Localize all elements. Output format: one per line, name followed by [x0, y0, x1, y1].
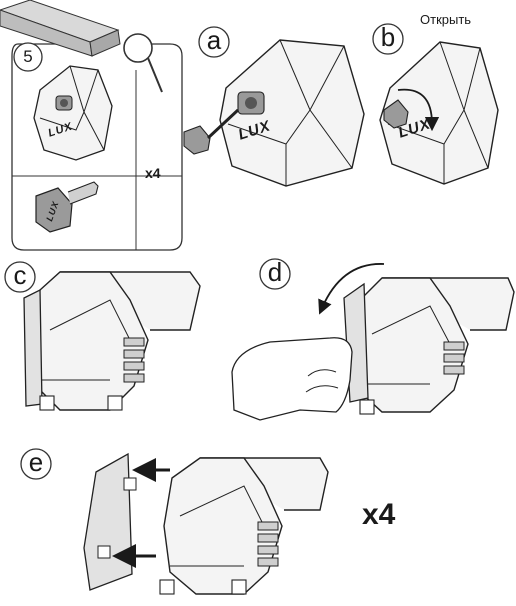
- hand-illustration: [231, 337, 353, 421]
- rotation-arrow-icon: [397, 88, 440, 132]
- rotation-arrow-icon: [318, 263, 385, 315]
- package-box: [0, 0, 121, 57]
- magnifier-icon: [123, 33, 163, 93]
- step-b-badge: [372, 23, 404, 55]
- step-a-badge: [198, 26, 230, 58]
- step-e-label: e: [28, 447, 44, 477]
- step-c-illustration: [4, 261, 201, 411]
- open-label: Открыть: [420, 12, 472, 27]
- step-5-badge: [13, 42, 43, 72]
- step-b-label: b: [380, 22, 396, 52]
- step-c-label: c: [13, 260, 27, 290]
- foot-cover-small: [33, 65, 113, 161]
- step-a-illustration: [183, 26, 365, 187]
- step-e-badge: [20, 448, 52, 480]
- key-icon: [35, 181, 99, 233]
- multiplier-label: x4: [145, 165, 161, 181]
- step-c-badge: [4, 261, 36, 293]
- step-number: 5: [23, 47, 33, 66]
- step-b-illustration: [372, 23, 499, 185]
- step-e-illustration: [20, 448, 329, 595]
- step-d-badge: [259, 258, 291, 290]
- step-d-label: d: [267, 257, 283, 287]
- step-a-label: a: [206, 25, 222, 55]
- step-d-illustration: [231, 258, 515, 421]
- final-multiplier-label: x4: [362, 498, 396, 531]
